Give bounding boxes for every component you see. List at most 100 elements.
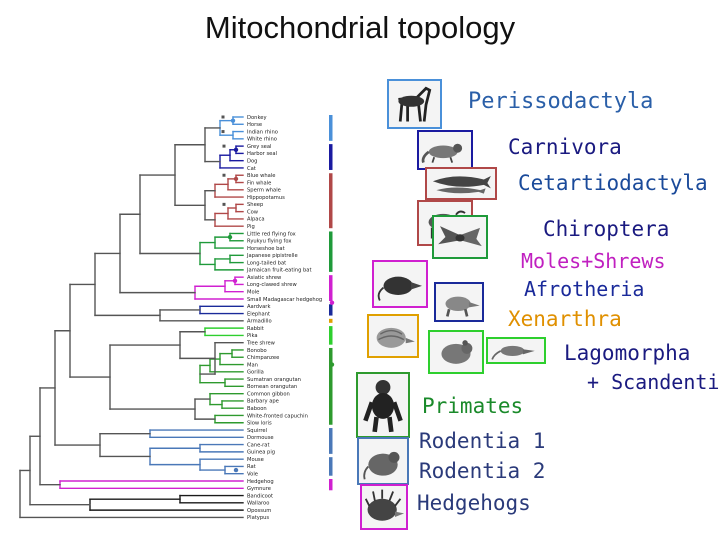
node-marker	[221, 115, 225, 119]
taxon-label: Rabbit	[247, 326, 264, 332]
taxon-label: White-fronted capuchin	[247, 413, 308, 419]
pika-photo	[428, 330, 484, 374]
taxon-label: Bornean orangutan	[247, 384, 297, 390]
taxon-label: Cow	[247, 209, 259, 215]
taxon-label: Elephant	[247, 311, 270, 317]
taxon-label: Horse	[247, 122, 262, 128]
taxon-label: Wallaroo	[247, 501, 269, 507]
node-dot	[227, 234, 233, 240]
taxon-label: Small Madagascar hedgehog	[247, 297, 322, 303]
taxon-label: Japanese pipistrelle	[246, 253, 298, 259]
taxon-label: Long-tailed bat	[247, 260, 286, 266]
taxon-label: Chimpanzee	[247, 355, 279, 361]
taxon-label: Pika	[247, 333, 258, 339]
taxon-label: Dog	[247, 158, 257, 164]
node-dot	[233, 467, 239, 473]
taxon-label: Harbor seal	[247, 151, 277, 157]
group-color-bar	[329, 173, 333, 229]
taxon-label: Alpaca	[247, 217, 265, 223]
shrew-photo	[372, 260, 428, 308]
node-dot	[230, 118, 236, 123]
hedgehog-photo	[360, 484, 408, 530]
taxon-label: Tree shrew	[246, 340, 276, 346]
taxon-label: Gorilla	[247, 370, 264, 376]
taxon-label: Jamaican fruit-eating bat	[246, 268, 312, 274]
label-moles-shrews: Moles+Shrews	[521, 249, 666, 273]
group-color-bar	[329, 479, 333, 491]
taxon-label: Hippopotamus	[247, 195, 285, 201]
node-marker	[221, 130, 225, 134]
taxon-label: Platypus	[247, 515, 269, 521]
node-dot	[232, 278, 238, 283]
group-color-bar	[329, 115, 333, 141]
taxon-label: Pig	[247, 224, 255, 230]
taxon-label: Horseshoe bat	[247, 246, 285, 252]
taxon-label: Asiatic shrew	[247, 275, 282, 281]
group-color-bar	[329, 318, 333, 323]
taxon-label: Gymnure	[247, 486, 271, 492]
horse-photo	[387, 79, 442, 129]
node-dot	[329, 362, 335, 367]
group-color-bar	[329, 231, 333, 272]
taxon-label: Bandicoot	[247, 493, 273, 499]
node-dot	[329, 300, 335, 305]
whale-photo	[425, 167, 497, 200]
taxon-label: Baboon	[247, 406, 267, 412]
node-marker	[222, 144, 226, 148]
taxon-label: Sumatran orangutan	[247, 377, 301, 383]
label-afrotheria: Afrotheria	[524, 277, 645, 301]
tree-shrew-photo	[486, 337, 546, 364]
label-xenarthra: Xenarthra	[508, 307, 622, 331]
taxon-label: Sheep	[247, 202, 264, 208]
taxon-label: Long-clawed shrew	[247, 282, 297, 288]
taxon-label: Common gibbon	[247, 391, 290, 397]
taxon-label: Squirrel	[247, 428, 267, 434]
taxon-label: Armadillo	[247, 319, 272, 325]
taxon-label: Aardvark	[247, 304, 270, 310]
taxon-label: Slow loris	[247, 421, 272, 427]
taxon-label: Hedgehog	[247, 479, 274, 485]
label-primates: Primates	[422, 394, 524, 418]
taxon-label: Fin whale	[247, 180, 271, 186]
taxon-label: Dormouse	[247, 435, 274, 441]
group-color-bar	[329, 428, 333, 454]
rodent-photo	[357, 437, 409, 485]
node-dot	[233, 147, 239, 152]
taxon-label: Guinea pig	[247, 450, 275, 456]
taxon-label: Cane-rat	[247, 442, 270, 448]
group-color-bar	[329, 347, 333, 425]
aardvark-photo	[434, 282, 484, 322]
node-dot	[233, 176, 239, 182]
armadillo-photo	[367, 314, 419, 358]
taxon-label: Vole	[247, 472, 258, 478]
taxon-label: Cat	[247, 166, 256, 172]
taxon-label: Little red flying fox	[247, 231, 296, 237]
ape-photo	[356, 372, 410, 438]
taxon-label: Opossum	[247, 508, 271, 514]
label-perissodactyla: Perissodactyla	[468, 89, 654, 114]
taxon-label: White rhino	[247, 137, 277, 143]
node-marker	[222, 202, 226, 206]
node-marker	[222, 173, 226, 177]
taxon-label: Mouse	[247, 457, 264, 463]
taxon-label: Ryukyu flying fox	[247, 239, 291, 245]
label-carnivora: Carnivora	[508, 135, 622, 159]
taxon-label: Man	[247, 362, 258, 368]
label-lagomorpha: Lagomorpha	[564, 341, 691, 365]
civet-photo	[417, 130, 473, 170]
label-rodentia-2: Rodentia 2	[419, 459, 546, 483]
taxon-label: Bonobo	[247, 348, 267, 354]
taxon-label: Grey seal	[247, 144, 271, 150]
group-color-bar	[329, 275, 333, 301]
label-rodentia-1: Rodentia 1	[419, 429, 546, 453]
taxon-label: Barbary ape	[247, 399, 279, 405]
label-scandentia: + Scandentia	[587, 370, 720, 394]
group-color-bar	[329, 457, 333, 476]
group-color-bar	[329, 304, 333, 316]
slide-title: Mitochondrial topology	[204, 10, 516, 45]
label-cetartiodactyla: Cetartiodactyla	[518, 171, 708, 195]
taxon-label: Mole	[247, 290, 259, 296]
bat-photo	[432, 215, 488, 259]
taxon-label: Blue whale	[247, 173, 275, 179]
